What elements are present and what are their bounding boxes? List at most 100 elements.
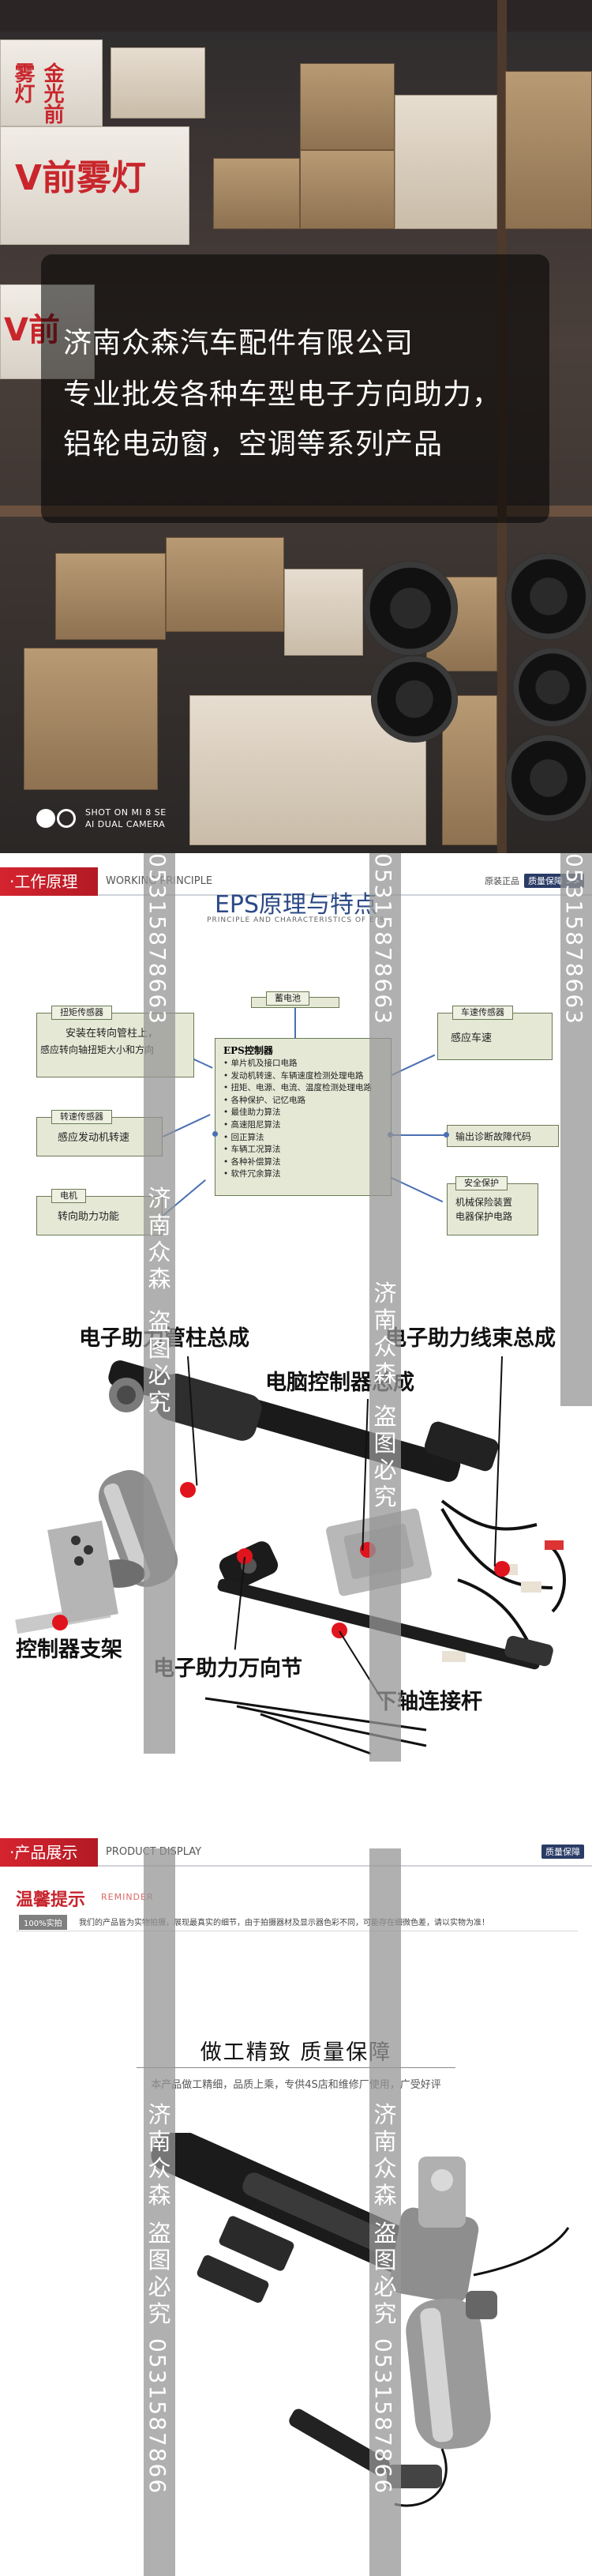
box-tab: 车速传感器 <box>452 1006 513 1020</box>
marker-dot <box>52 1615 68 1630</box>
wire-harness <box>440 1499 566 1660</box>
controller-item: • 最佳助力算法 <box>223 1107 281 1118</box>
box-line: 安装在转向管柱上， <box>66 1028 159 1040</box>
label-u-joint: 电子助力万向节 <box>153 1657 302 1681</box>
column-motor <box>406 2291 497 2450</box>
column-wire <box>394 2227 570 2507</box>
printed-carton: V前雾灯 <box>0 126 189 245</box>
reminder-en: REMINDER <box>101 1892 154 1902</box>
controller-item: • 扭矩、电源、电流、温度检测处理电路 <box>223 1083 373 1093</box>
controller-item: • 发动机转速、车辆速度检测处理电路 <box>223 1070 364 1081</box>
rpm-sensor-box: 转速传感器 感应发动机转速 <box>36 1110 163 1156</box>
watermark-stripe-center: 05315878663 <box>369 853 401 1762</box>
box-line: 感应发动机转速 <box>58 1132 130 1144</box>
vehicle-speed-box: 车速传感器 感应车速 <box>437 1006 553 1060</box>
steering-assembly-photo <box>15 1360 566 1755</box>
controller-item: • 回正算法 <box>223 1132 264 1142</box>
watermark-stripe-left-2: 济南众森 盗图必究 0531587866 <box>144 1848 175 2576</box>
box-line: 机械保险装置 <box>455 1197 513 1208</box>
camera-ring-icon <box>57 809 76 828</box>
quality-title: 做工精致 质量保障 <box>200 2040 392 2065</box>
camera-line-1: SHOT ON MI 8 SE <box>85 807 167 818</box>
connector-dot <box>212 1131 218 1137</box>
product-photo <box>151 2133 570 2507</box>
watermark-stripe-center-2: 济南众森 盗图必究 0531587866 <box>369 1848 401 2576</box>
divider <box>137 2067 455 2068</box>
connector-dot <box>444 1132 449 1138</box>
company-name: 济南众森汽车配件有限公司 <box>63 327 414 359</box>
section-tag: ·工作原理 <box>0 867 98 896</box>
real-shot-badge: 100%实拍 <box>19 1915 67 1930</box>
controller-item: • 车辆工况算法 <box>223 1145 281 1155</box>
box-tab: 转速传感器 <box>51 1110 112 1124</box>
watermark-warning: 盗图必究 <box>373 1403 397 1510</box>
eps-title: EPS原理与特点 <box>214 891 378 919</box>
reminder-text: 我们的产品皆为实物拍摄，展现最真实的细节，由于拍摄器材及显示器色彩不同，可能存在… <box>79 1919 489 1927</box>
marker-dot <box>237 1548 253 1564</box>
section-badge: 质量保障 <box>537 1845 584 1860</box>
camera-line-2: AI DUAL CAMERA <box>85 819 166 829</box>
column-housing <box>151 2133 479 2303</box>
diagram-connector <box>392 1134 447 1136</box>
watermark-company: 济南众森 <box>373 2101 397 2209</box>
printed-carton: 金光前雾灯 <box>0 39 103 126</box>
watermark-company: 济南众森 <box>148 2101 171 2209</box>
marker-dot <box>494 1561 510 1577</box>
business-line-1: 专业批发各种车型电子方向助力， <box>63 378 502 411</box>
section-tag: ·产品展示 <box>0 1838 98 1867</box>
eps-subtitle: PRINCIPLE AND CHARACTERISTICS OF EPS <box>207 916 385 924</box>
watermark-overlay-text: 济南众森 盗图必究 <box>369 1280 401 1510</box>
box-tab: 蓄电池 <box>266 991 309 1006</box>
eps-controller-box: EPS控制器 • 单片机及接口电路 • 发动机转速、车辆速度检测处理电路 • 扭… <box>215 1038 392 1196</box>
watermark-phone: 0531587866 <box>144 2338 170 2495</box>
marker-dot <box>180 1482 196 1498</box>
carton-print: 金光前雾灯 <box>11 62 64 124</box>
quality-subtitle: 本产品做工精细，品质上乘，专供4S店和维修厂使用，广受好评 <box>151 2079 441 2091</box>
watermark-stripe-left: 05315878663 <box>144 853 175 1754</box>
section-header-product: ·产品展示 PRODUCT DISPLAY 质量保障 <box>0 1838 592 1867</box>
controller-title: EPS控制器 <box>223 1045 273 1056</box>
reminder-title: 温馨提示 <box>16 1890 86 1910</box>
camera-dot-icon <box>36 809 55 828</box>
watermark-warning: 盗图必究 <box>148 2220 171 2327</box>
box-line: 感应车速 <box>451 1032 493 1044</box>
business-line-2: 铝轮电动窗，空调等系列产品 <box>63 428 444 461</box>
motor-supply-box: 蓄电池 <box>251 991 339 1008</box>
genuine-text: 原装正品 <box>485 876 520 886</box>
box-line: 电器保护电路 <box>455 1211 513 1222</box>
label-bracket: 控制器支架 <box>16 1638 122 1662</box>
fault-output-box: 输出诊断故障代码 <box>447 1125 559 1147</box>
box-line: 转向助力功能 <box>58 1211 120 1223</box>
controller-item: • 高速阻尼算法 <box>223 1119 281 1130</box>
watermark-company: 济南众森 <box>148 1185 171 1292</box>
hero-text-overlay <box>41 254 549 523</box>
controller-item: • 各种补偿算法 <box>223 1156 281 1167</box>
controller-list: • 单片机及接口电路 • 发动机转速、车辆速度检测处理电路 • 扭矩、电源、电流… <box>223 1058 372 1181</box>
watermark-overlay-text: 济南众森 盗图必究 <box>144 1185 175 1416</box>
quality-pill: 质量保障 <box>541 1845 584 1859</box>
watermark-phone: 05315878663 <box>370 853 396 1025</box>
controller-bracket <box>15 1520 118 1634</box>
section-header-working: ·工作原理 WORKING PRINCIPLE 原装正品质量保障 >> <box>0 867 592 896</box>
controller-item: • 单片机及接口电路 <box>223 1059 298 1068</box>
column-bracket <box>197 2216 294 2303</box>
label-wire-harness: 电子助力线束总成 <box>385 1326 556 1351</box>
watermark-company: 济南众森 <box>373 1280 397 1387</box>
diagram-connector <box>193 1059 213 1069</box>
box-line: 感应转向轴扭矩大小和方向 <box>40 1044 155 1055</box>
watermark-warning: 盗图必究 <box>373 2220 397 2327</box>
diagram-connector <box>294 1008 296 1038</box>
box-tab: 安全保护 <box>455 1176 508 1190</box>
box-line: 输出诊断故障代码 <box>455 1131 532 1142</box>
motor-box: 电机 转向助力功能 <box>36 1189 163 1235</box>
watermark-phone: 05315878663 <box>144 853 170 1025</box>
controller-item: • 软件冗余算法 <box>223 1169 281 1179</box>
box-tab: 扭矩传感器 <box>51 1006 112 1020</box>
controller-item: • 各种保护、记忆电路 <box>223 1095 306 1105</box>
safety-box: 安全保护 机械保险装置 电器保护电路 <box>447 1176 538 1235</box>
watermark-warning: 盗图必究 <box>148 1308 171 1416</box>
watermark-phone: 05315878663 <box>561 853 587 1025</box>
box-tab: 电机 <box>51 1189 86 1203</box>
watermark-phone: 0531587866 <box>370 2338 396 2495</box>
carton-print: V前雾灯 <box>15 158 147 198</box>
